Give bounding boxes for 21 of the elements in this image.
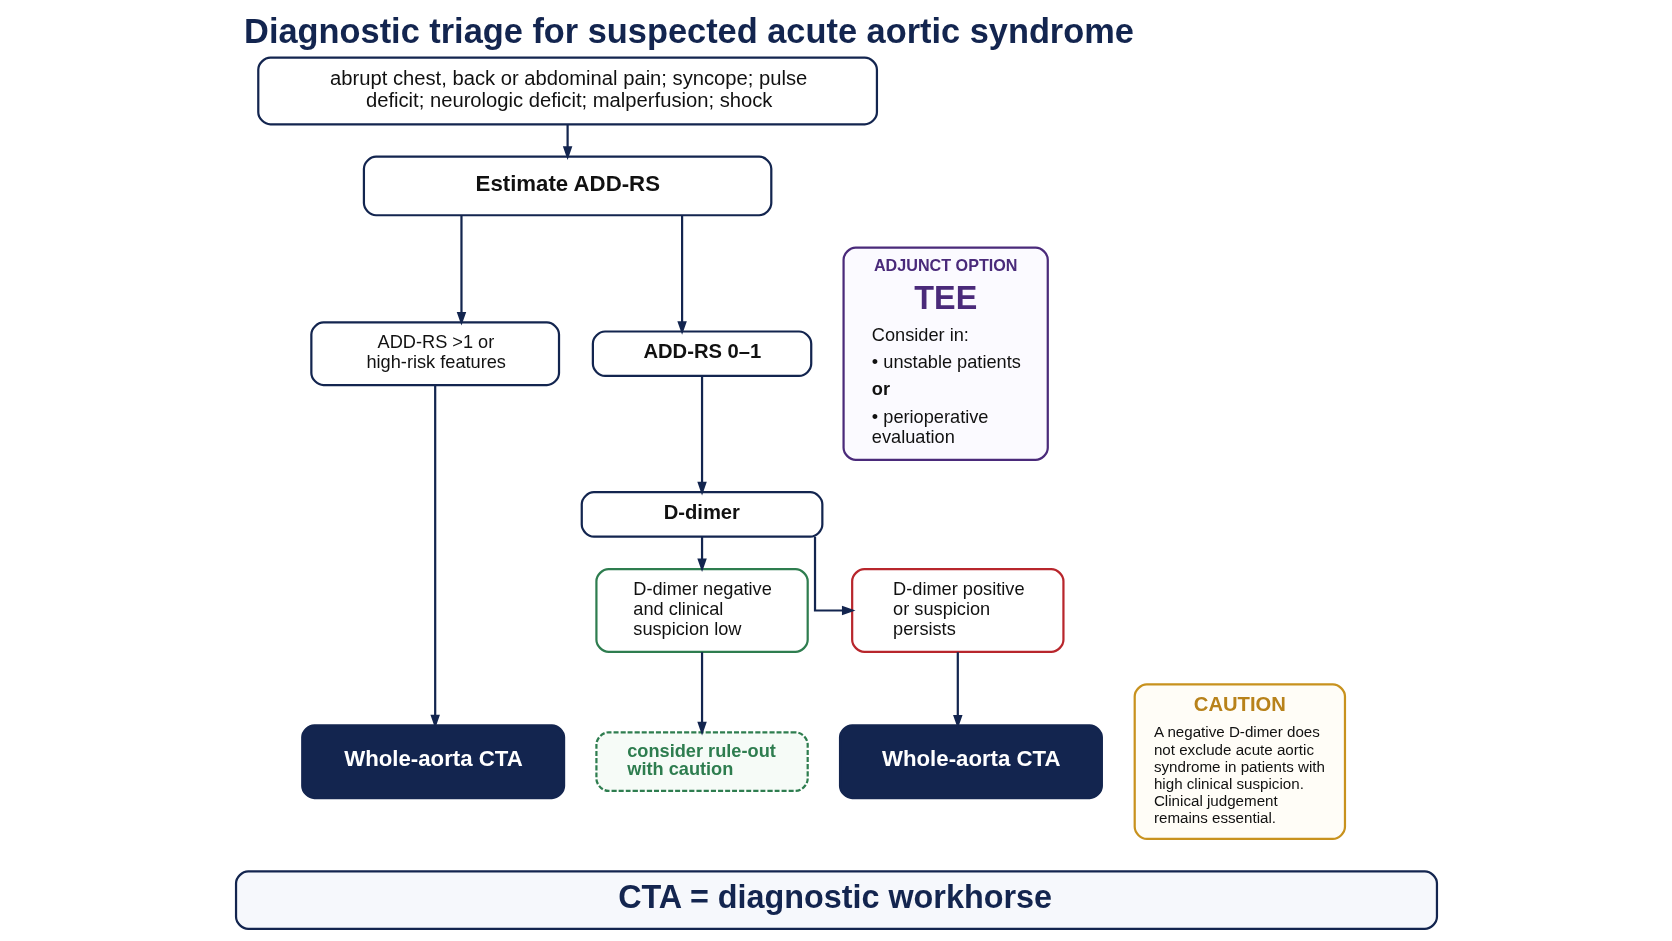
node-box: D-dimer (580, 491, 823, 538)
arrow (696, 536, 707, 573)
node-box: abrupt chest, back or abdominal pain; syncope; pulse deficit; neurologic deficit; malperfusion; shock (256, 56, 878, 126)
node-box: ADD-RS >1 or high-risk features (309, 321, 560, 387)
arrow (696, 652, 707, 736)
node-box: CAUTION A negative D-dimer does not exclude acute aortic syndrome in patients with high clinical suspicion. Clinical judgement remains essential. (1133, 683, 1346, 841)
node-box: consider rule-out with caution (594, 731, 809, 793)
node-box: D-dimer positive or suspicion persists (850, 567, 1065, 654)
arrow (696, 376, 707, 496)
node-box: ADJUNCT OPTION TEE Consider in: • unstable patients or • perioperative evaluation (841, 246, 1049, 461)
node-box: Whole-aorta CTA (838, 724, 1103, 800)
arrow (813, 536, 856, 616)
arrow (562, 124, 572, 160)
arrow (456, 215, 466, 326)
node-box: Estimate ADD-RS (362, 155, 772, 217)
diagram-title: Diagnostic triage for suspected acute aortic syndrome (243, 11, 1134, 50)
arrow (676, 215, 687, 335)
node-box: Whole-aorta CTA (300, 724, 565, 800)
node-box: ADD-RS 0–1 (591, 330, 812, 378)
node-box: D-dimer negative and clinical suspicion low (594, 567, 809, 654)
node-box: CTA = diagnostic workhorse (234, 870, 1438, 931)
